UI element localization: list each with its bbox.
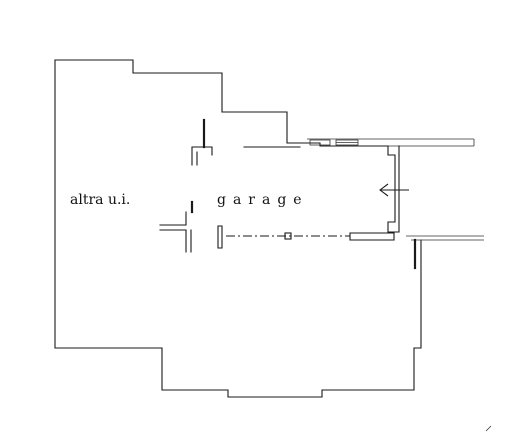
lower-right-wall: [406, 235, 484, 241]
garage-door-post-right: [349, 232, 395, 241]
partition-top-corner: [191, 146, 213, 166]
window-mark: [309, 139, 331, 146]
upper-right-wall: [306, 142, 389, 147]
garage-right-wall: [387, 145, 400, 233]
partition-lower: [159, 211, 192, 253]
label-other-unit: altra u.i.: [70, 192, 130, 208]
upper-right-band: [307, 138, 475, 147]
corner-mark: [485, 425, 492, 432]
outer-wall-left: [54, 59, 422, 398]
door-pillar: [284, 232, 292, 240]
entry-arrow-icon: [379, 183, 409, 197]
label-garage: garage: [217, 192, 309, 208]
outer-wall: [54, 59, 308, 144]
garage-door-post-left: [217, 225, 223, 249]
